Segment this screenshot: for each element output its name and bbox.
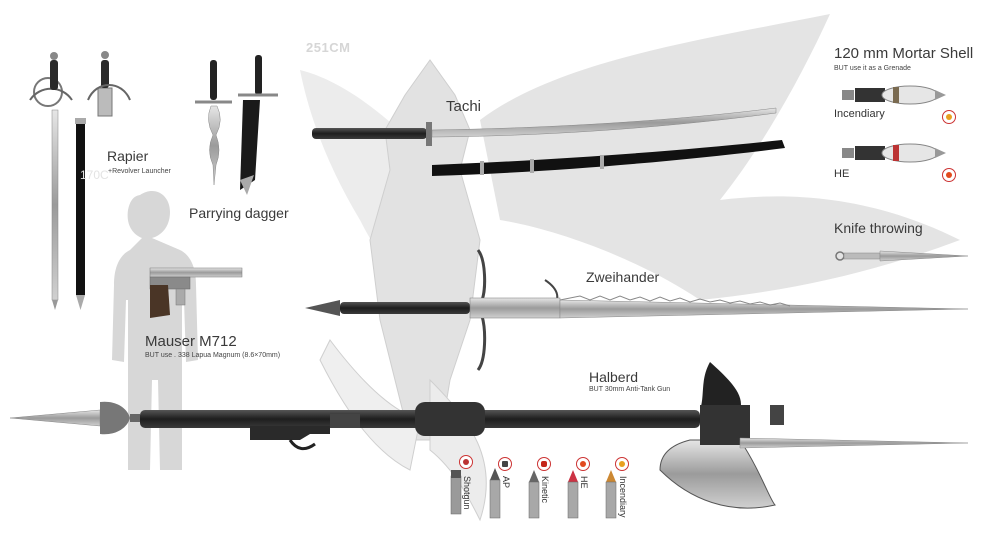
incendiary-shell-badge-icon [942,110,956,124]
parrying-dagger-drawing [195,55,278,195]
zweihander-label: Zweihander [586,269,660,285]
rapier-drawing [29,51,131,310]
mortar-shell-sublabel: BUT use it as a Grenade [834,65,911,72]
ammo-label-ap: AP [501,476,511,489]
mauser-pistol-drawing [149,267,243,318]
he-shell-label: HE [834,168,850,180]
rapier-sublabel: +Revolver Launcher [108,168,171,175]
ammo-label-shotgun: Shotgun [462,476,472,510]
parrying-dagger-label: Parrying dagger [189,205,289,221]
knife-throwing-label: Knife throwing [834,220,923,236]
mortar-shell-label: 120 mm Mortar Shell [834,45,974,62]
ammo-label-he: HE [579,476,589,489]
ammo-label-incendiary: Incendiary [618,476,628,518]
halberd-sublabel: BUT 30mm Anti-Tank Gun [589,386,671,393]
halberd-drawing [9,362,969,509]
mortar-shells-drawing [842,85,946,163]
halberd-label: Halberd [589,369,639,385]
ammo-label-kinetic: Kinetic [540,476,550,504]
throwing-knife-drawing [835,250,969,262]
incendiary-shell-label: Incendiary [834,108,885,120]
tachi-drawing [312,107,785,176]
zweihander-drawing [305,249,969,371]
kinetic-badge-icon [537,457,551,471]
human-silhouette [112,191,198,470]
mauser-sublabel: BUT use . 338 Lapua Magnum (8.6×70mm) [145,352,281,359]
he-shell-badge-icon [942,168,956,182]
ap-badge-icon [498,457,512,471]
rapier-label: Rapier [107,148,149,164]
size-label-170cm: 170C [80,168,109,182]
mauser-label: Mauser M712 [145,333,237,350]
shotgun-badge-icon [459,455,473,469]
tachi-label: Tachi [446,98,482,115]
incendiary-badge-icon [615,457,629,471]
cartridges-drawing [450,468,617,519]
he-badge-icon [576,457,590,471]
size-label-251cm: 251CM [306,40,351,55]
